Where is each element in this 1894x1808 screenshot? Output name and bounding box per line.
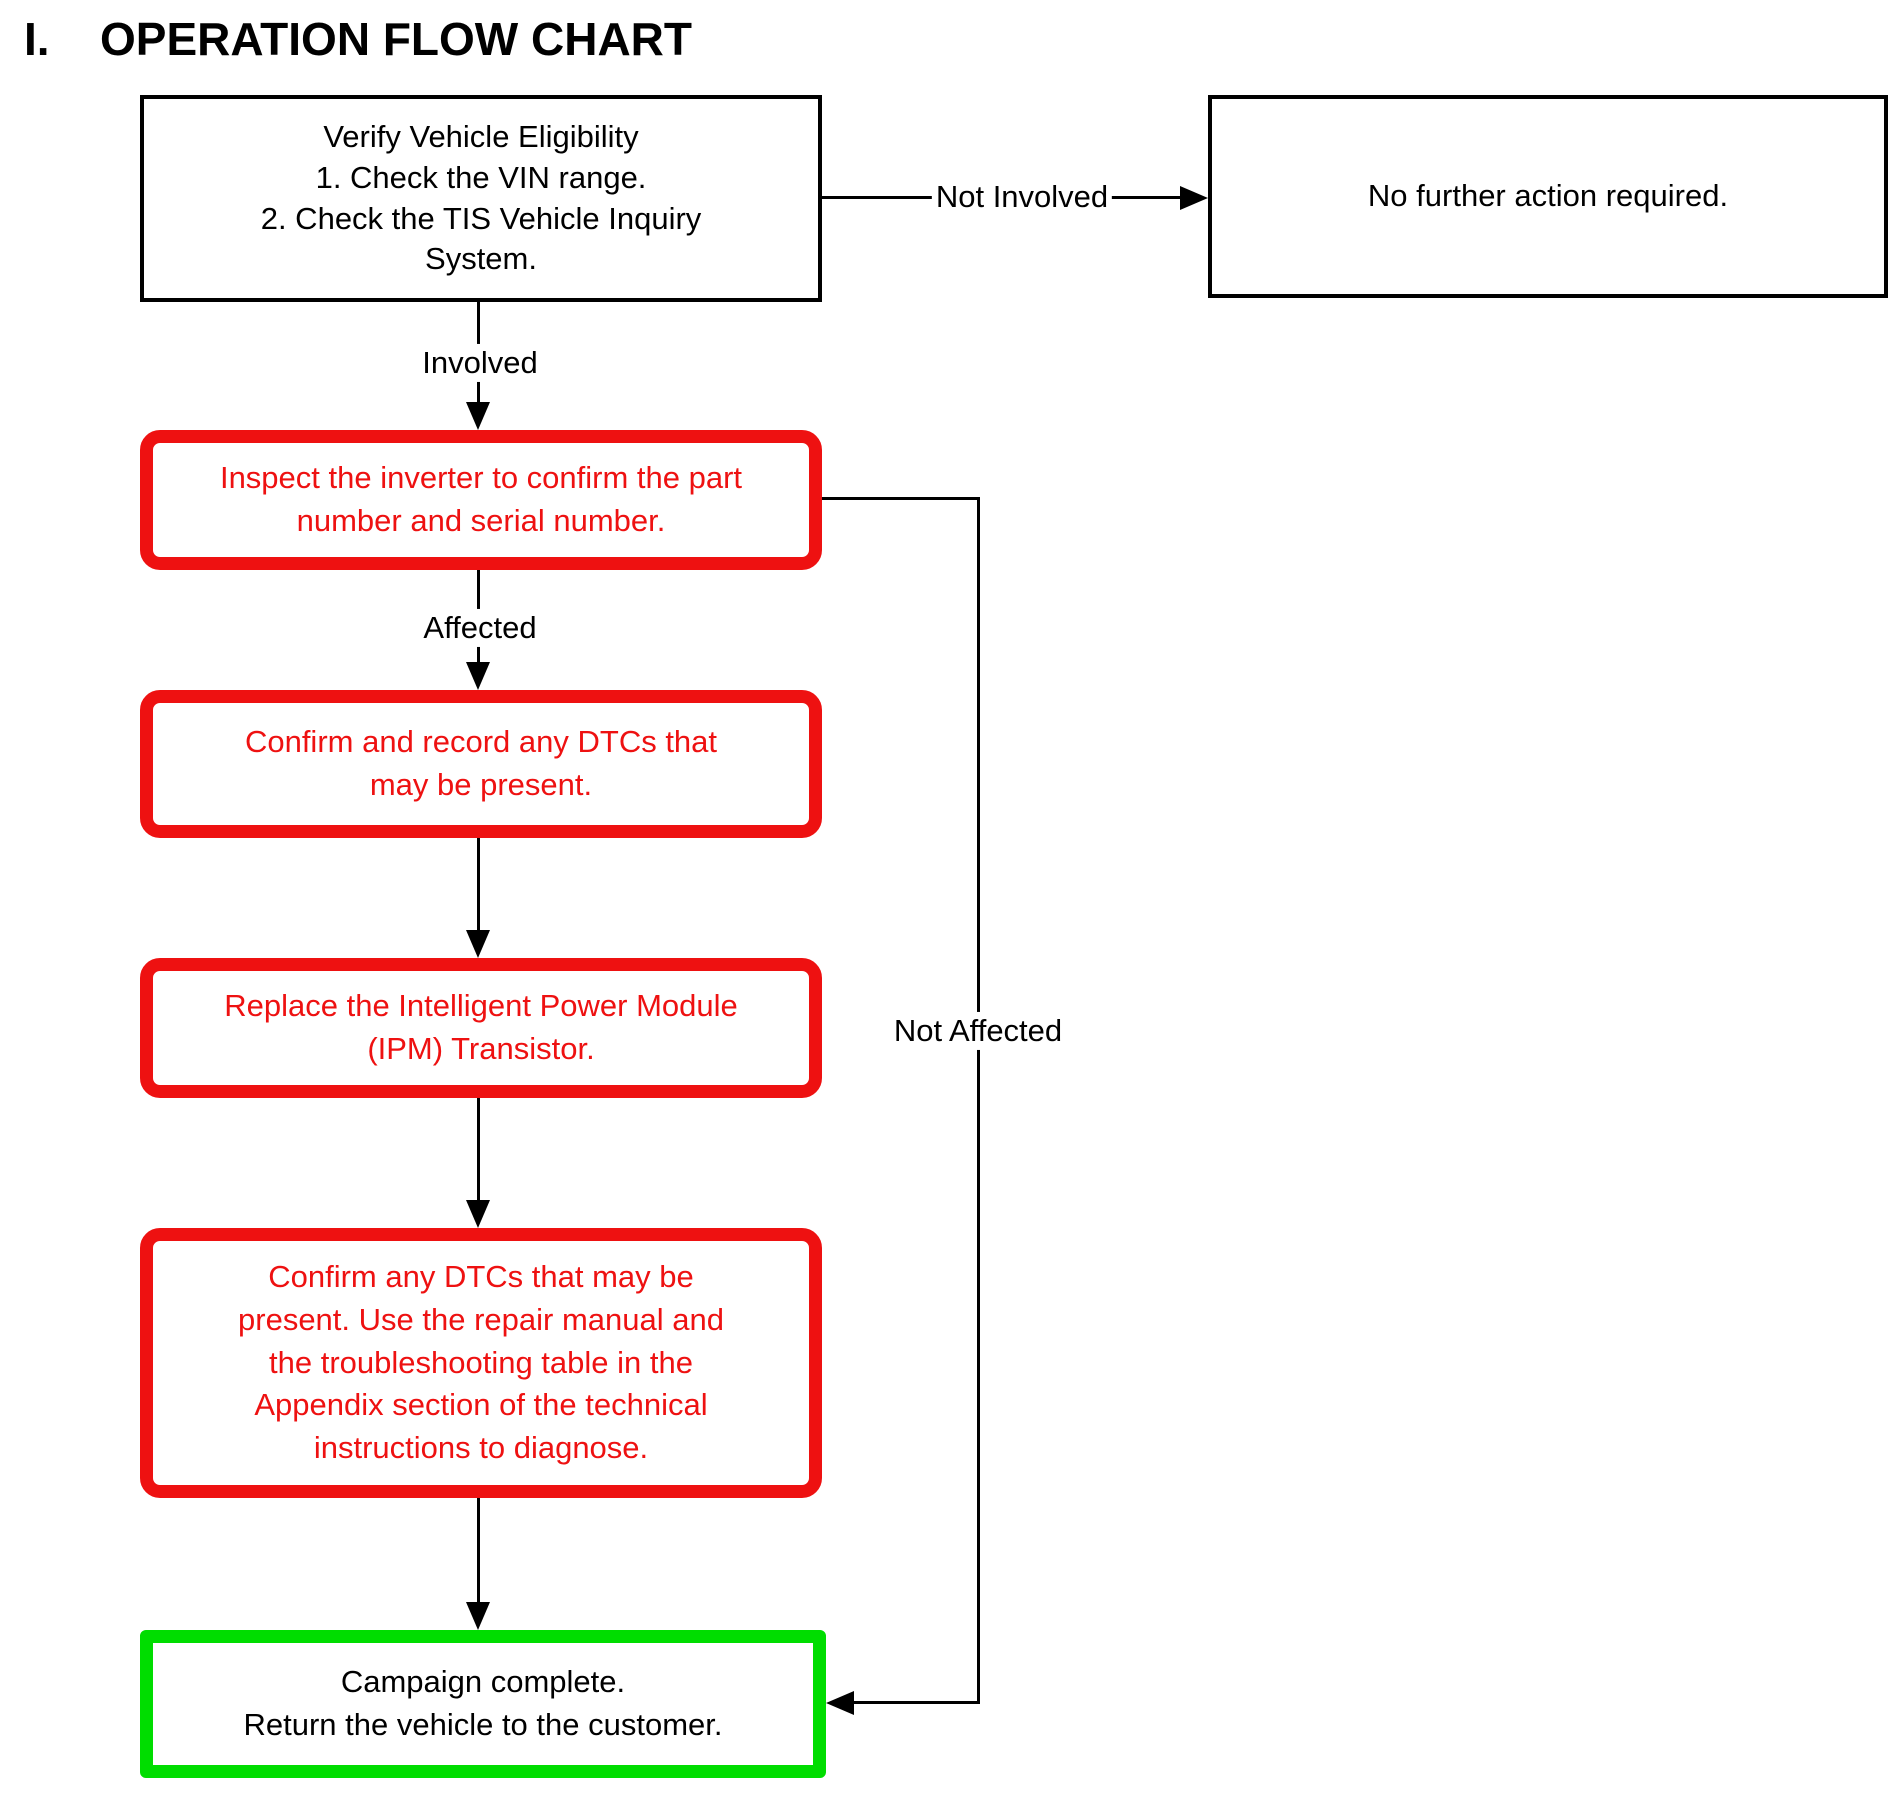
node-campaign-complete-text: Campaign complete. Return the vehicle to… (243, 1664, 723, 1742)
edge-label-not-affected: Not Affected (889, 1011, 1067, 1051)
node-confirm-dtcs-diagnose-text: Confirm any DTCs that may be present. Us… (238, 1259, 724, 1466)
section-numeral: I. (24, 13, 50, 65)
arrowhead-into-replace-ipm (466, 930, 490, 958)
connector-to-confirm-dtcs-diagnose (477, 1098, 480, 1200)
node-replace-ipm: Replace the Intelligent Power Module (IP… (140, 958, 822, 1098)
node-no-further-action-text: No further action required. (1367, 178, 1729, 214)
connector-to-campaign-complete (477, 1498, 480, 1602)
edge-label-not-involved: Not Involved (931, 177, 1113, 217)
node-replace-ipm-text: Replace the Intelligent Power Module (IP… (224, 988, 738, 1066)
arrowhead-into-campaign-complete (466, 1602, 490, 1630)
node-verify-eligibility-text: Verify Vehicle Eligibility 1. Check the … (260, 118, 702, 277)
arrowhead-into-no-further-action (1180, 185, 1208, 210)
node-campaign-complete: Campaign complete. Return the vehicle to… (140, 1630, 826, 1778)
edge-label-involved: Involved (418, 343, 542, 383)
connector-to-replace-ipm (477, 838, 480, 930)
connector-not-affected-vertical-line (977, 497, 980, 1704)
node-confirm-dtcs-diagnose: Confirm any DTCs that may be present. Us… (140, 1228, 822, 1498)
arrowhead-into-campaign-complete-side (826, 1690, 854, 1715)
arrowhead-into-confirm-record-dtcs (466, 662, 490, 690)
node-confirm-record-dtcs-text: Confirm and record any DTCs that may be … (244, 724, 718, 802)
arrowhead-into-confirm-dtcs-diagnose (466, 1200, 490, 1228)
node-inspect-inverter-text: Inspect the inverter to confirm the part… (219, 460, 743, 538)
node-verify-eligibility: Verify Vehicle Eligibility 1. Check the … (140, 95, 822, 302)
connector-not-affected-top-line (822, 497, 980, 500)
arrowhead-into-inspect-inverter (466, 402, 490, 430)
node-inspect-inverter: Inspect the inverter to confirm the part… (140, 430, 822, 570)
connector-not-affected-bottom-line (854, 1701, 980, 1704)
node-no-further-action: No further action required. (1208, 95, 1888, 298)
page-title-text: OPERATION FLOW CHART (100, 13, 692, 65)
edge-label-affected: Affected (419, 608, 541, 648)
node-confirm-record-dtcs: Confirm and record any DTCs that may be … (140, 690, 822, 838)
